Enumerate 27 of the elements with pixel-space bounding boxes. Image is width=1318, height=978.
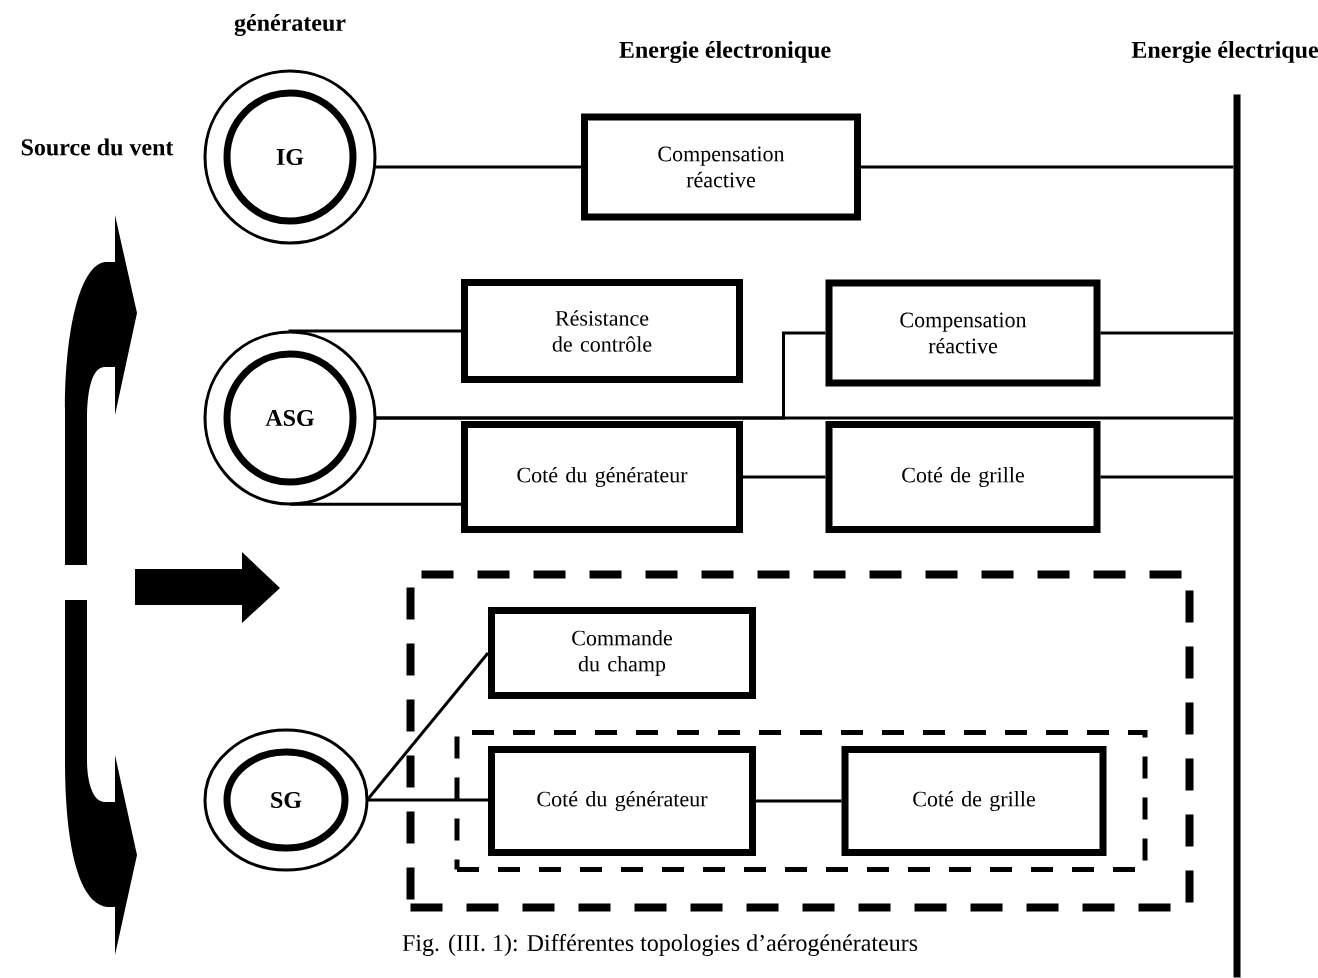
connector-line bbox=[1100, 331, 1234, 335]
connector-line bbox=[290, 502, 461, 506]
connector-line bbox=[288, 329, 461, 334]
dashed-frame bbox=[454, 730, 1148, 872]
converter-box: Compensation réactive bbox=[581, 113, 861, 221]
converter-box: Commande du champ bbox=[488, 607, 756, 699]
converter-box: Compensation réactive bbox=[825, 279, 1101, 387]
connector-line bbox=[861, 165, 1234, 169]
connector-line bbox=[1100, 475, 1234, 479]
connector-line bbox=[743, 475, 826, 479]
converter-box: Coté de grille bbox=[841, 746, 1107, 856]
figure-caption: Fig. (III. 1): Différentes topologies d’aérogénérateurs bbox=[401, 932, 920, 958]
column-heading: générateur bbox=[234, 14, 346, 36]
connector-line bbox=[756, 799, 842, 803]
converter-box: Coté du générateur bbox=[488, 746, 756, 856]
connector-line bbox=[375, 165, 581, 169]
converter-box: Coté de grille bbox=[825, 421, 1101, 533]
column-heading: Energie électronique bbox=[619, 41, 831, 63]
connector-line bbox=[366, 652, 490, 801]
converter-box: Résistance de contrôle bbox=[461, 279, 743, 383]
bus-bar bbox=[1233, 94, 1241, 978]
column-heading: Source du vent bbox=[21, 138, 174, 156]
connector-line bbox=[367, 798, 488, 802]
converter-box: Coté du générateur bbox=[461, 421, 743, 533]
column-heading: Energie électrique bbox=[1131, 41, 1318, 63]
connector-line bbox=[375, 331, 826, 420]
dashed-frame bbox=[406, 570, 1194, 912]
